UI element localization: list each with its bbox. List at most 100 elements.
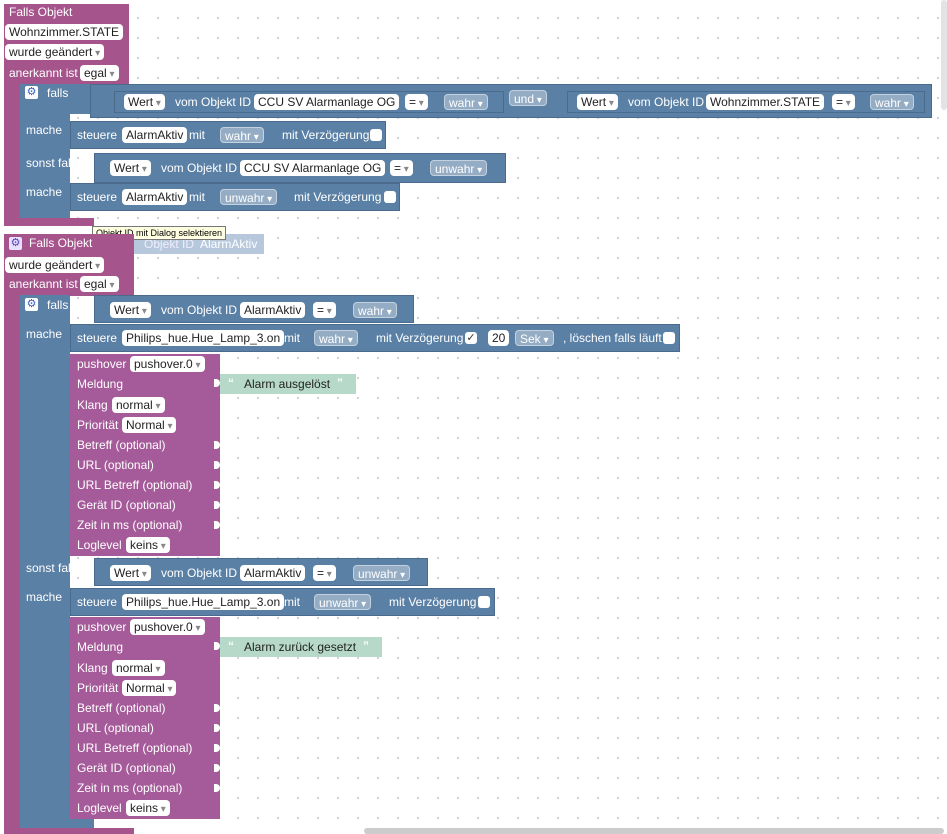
device-id-input-socket[interactable] <box>214 501 220 509</box>
if-label: falls <box>47 298 69 312</box>
device-id-label: Gerät ID (optional) <box>77 498 176 512</box>
horizontal-scrollbar[interactable] <box>364 828 944 834</box>
priority-label: Priorität <box>77 418 119 432</box>
object-id-field[interactable]: CCU SV Alarmanlage OG <box>240 160 386 176</box>
delay-checkbox[interactable] <box>370 129 382 141</box>
url-input-socket[interactable] <box>214 461 220 469</box>
url-subject-label: URL Betreff (optional) <box>77 478 193 492</box>
pushover-instance-dropdown[interactable]: pushover.0 <box>130 619 205 635</box>
control-label: steuere <box>77 595 118 609</box>
bool-dropdown[interactable]: wahr <box>353 302 397 318</box>
with-label: mit <box>189 128 205 142</box>
control-id-field[interactable]: Philips_hue.Hue_Lamp_3.on <box>122 330 285 346</box>
loglevel-dropdown[interactable]: keins <box>126 800 170 816</box>
quote-open-icon: “ <box>228 639 234 653</box>
object-id-label: vom Objekt ID <box>175 95 252 109</box>
delay-checkbox[interactable] <box>478 596 490 608</box>
loglevel-dropdown[interactable]: keins <box>126 537 170 553</box>
sound-dropdown[interactable]: normal <box>112 660 165 676</box>
url-subject-input-socket[interactable] <box>214 481 220 489</box>
operator-dropdown[interactable]: = <box>390 160 413 176</box>
message-label: Meldung <box>77 377 124 391</box>
if-block-1-spine <box>20 84 70 218</box>
gear-icon[interactable]: ⚙ <box>25 298 38 311</box>
delay-unit-dropdown[interactable]: Sek <box>515 330 554 346</box>
trigger-object-field[interactable]: Wohnzimmer.STATE <box>5 24 124 40</box>
bool-dropdown[interactable]: unwahr <box>220 189 278 205</box>
ack-dropdown[interactable]: egal <box>80 65 119 81</box>
control-id-field[interactable]: AlarmAktiv <box>122 127 188 143</box>
object-id-label: vom Objekt ID <box>161 303 238 317</box>
sound-label: Klang <box>77 398 108 412</box>
trigger-block-2-foot <box>4 828 134 834</box>
url-input-socket[interactable] <box>214 724 220 732</box>
delay-value-field[interactable]: 20 <box>488 330 510 346</box>
url-subject-label: URL Betreff (optional) <box>77 741 193 755</box>
time-label: Zeit in ms (optional) <box>77 781 183 795</box>
pushover-block-2[interactable] <box>70 617 220 819</box>
trigger-mode-dropdown[interactable]: wurde geändert <box>5 257 105 273</box>
bool-dropdown[interactable]: wahr <box>870 94 914 110</box>
delay-checkbox-checked[interactable]: ✓ <box>465 332 477 344</box>
value-dropdown[interactable]: Wert <box>110 302 151 318</box>
value-dropdown[interactable]: Wert <box>110 160 151 176</box>
device-id-input-socket[interactable] <box>214 764 220 772</box>
object-id-field[interactable]: CCU SV Alarmanlage OG <box>254 94 400 110</box>
bool-dropdown[interactable]: wahr <box>220 127 264 143</box>
with-label: mit <box>284 331 300 345</box>
bool-dropdown[interactable]: unwahr <box>430 160 488 176</box>
text-block-1[interactable] <box>220 374 356 394</box>
do-label: mache <box>26 590 63 604</box>
value-dropdown[interactable]: Wert <box>577 94 618 110</box>
trigger-mode-dropdown[interactable]: wurde geändert <box>5 44 105 60</box>
bool-dropdown[interactable]: wahr <box>444 94 488 110</box>
priority-dropdown[interactable]: Normal <box>122 417 177 433</box>
text-block-2[interactable] <box>220 637 382 657</box>
value-dropdown[interactable]: Wert <box>110 565 151 581</box>
clear-running-checkbox[interactable] <box>663 332 675 344</box>
ack-dropdown[interactable]: egal <box>80 276 119 292</box>
url-subject-input-socket[interactable] <box>214 744 220 752</box>
object-id-field[interactable]: AlarmAktiv <box>240 565 306 581</box>
if-block-2[interactable] <box>20 295 70 828</box>
subject-input-socket[interactable] <box>214 441 220 449</box>
sound-label: Klang <box>77 661 108 675</box>
trigger-label: Falls Objekt <box>9 5 73 19</box>
time-input-socket[interactable] <box>214 784 220 792</box>
sound-dropdown[interactable]: normal <box>112 397 165 413</box>
priority-dropdown[interactable]: Normal <box>122 680 177 696</box>
trigger-block-1-spine <box>4 80 20 225</box>
message-text[interactable]: Alarm ausgelöst <box>244 377 331 391</box>
operator-dropdown[interactable]: = <box>313 302 336 318</box>
quote-close-icon: ” <box>337 376 343 390</box>
time-input-socket[interactable] <box>214 521 220 529</box>
message-input-socket[interactable] <box>214 642 220 650</box>
message-input-socket[interactable] <box>214 379 220 387</box>
do-label: mache <box>26 123 63 137</box>
with-label: mit <box>189 190 205 204</box>
operator-dropdown[interactable]: = <box>405 94 428 110</box>
trigger-label: Falls Objekt <box>29 236 93 250</box>
control-id-field[interactable]: Philips_hue.Hue_Lamp_3.on <box>122 594 285 610</box>
vertical-scrollbar[interactable] <box>941 0 947 110</box>
delay-checkbox[interactable] <box>384 191 396 203</box>
loglevel-label: Loglevel <box>77 801 122 815</box>
pushover-instance-dropdown[interactable]: pushover.0 <box>130 356 205 372</box>
operator-dropdown[interactable]: = <box>832 94 855 110</box>
do-label: mache <box>26 327 63 341</box>
value-dropdown[interactable]: Wert <box>124 94 165 110</box>
message-text[interactable]: Alarm zurück gesetzt <box>244 640 357 654</box>
control-id-field[interactable]: AlarmAktiv <box>122 189 188 205</box>
bool-dropdown[interactable]: unwahr <box>353 565 411 581</box>
gear-icon[interactable]: ⚙ <box>9 237 22 250</box>
object-id-label: vom Objekt ID <box>628 95 705 109</box>
gear-icon[interactable]: ⚙ <box>25 86 38 99</box>
pushover-block-1[interactable] <box>70 354 220 556</box>
object-id-field[interactable]: AlarmAktiv <box>240 302 306 318</box>
object-id-field[interactable]: Wohnzimmer.STATE <box>706 94 825 110</box>
bool-dropdown[interactable]: wahr <box>314 330 358 346</box>
bool-dropdown[interactable]: unwahr <box>314 594 372 610</box>
logic-operator-dropdown[interactable]: und <box>509 90 547 106</box>
subject-input-socket[interactable] <box>214 704 220 712</box>
operator-dropdown[interactable]: = <box>313 565 336 581</box>
